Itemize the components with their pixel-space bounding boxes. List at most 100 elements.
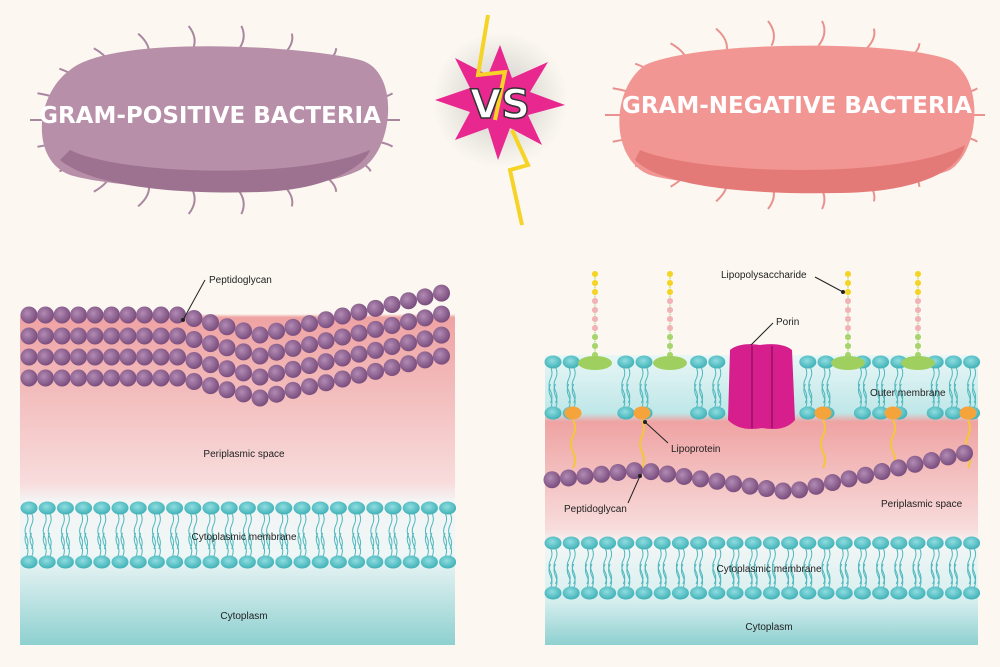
lipid-tail: [821, 383, 826, 409]
peptidoglycan-bead: [86, 348, 104, 366]
lipid-tail: [753, 547, 758, 585]
phospholipid-head: [147, 501, 165, 515]
lipid-tail: [785, 563, 790, 589]
phospholipid-head: [366, 501, 384, 515]
lipid-tail: [712, 563, 717, 589]
peptidoglycan-bead: [169, 348, 186, 366]
lipid-tail: [448, 512, 453, 550]
flagellum: [817, 20, 826, 47]
lipid-tail: [912, 563, 917, 589]
lipid-tail: [297, 512, 302, 550]
sugar-unit: [914, 288, 922, 296]
phospholipid-head: [799, 536, 817, 550]
lipid-tail: [948, 547, 953, 585]
lipid-tail: [266, 532, 271, 558]
lipid-tail: [338, 532, 343, 558]
lipid-tail: [881, 366, 886, 404]
phospholipid-head: [184, 555, 202, 569]
lipid-tail: [717, 383, 722, 409]
phospholipid-head: [220, 501, 238, 515]
lipid-tail: [935, 563, 940, 589]
lipid-tail: [935, 383, 940, 409]
lipid-tail: [826, 563, 831, 589]
lipid-tail: [448, 532, 453, 558]
sugar-unit: [591, 279, 599, 287]
sugar-unit: [666, 270, 674, 278]
phospholipid-head: [544, 406, 562, 420]
lipid-tail: [621, 383, 626, 409]
lipid-tail: [29, 532, 34, 558]
lipid-tail: [566, 547, 571, 585]
peptidoglycan-bead: [284, 360, 302, 378]
peptidoglycan-bead: [334, 328, 351, 346]
lipid-tail: [393, 532, 398, 558]
peptidoglycan-bead: [791, 481, 808, 499]
phospholipid-head: [744, 536, 762, 550]
peptidoglycan-bead: [235, 385, 252, 403]
peptidoglycan-bead: [383, 317, 401, 335]
peptidoglycan-bead: [383, 359, 401, 377]
lipid-tail: [284, 532, 289, 558]
peptidoglycan-bead: [20, 348, 38, 366]
phospholipid-head: [348, 501, 366, 515]
lipid-tail: [443, 532, 448, 558]
phospholipid-head: [147, 555, 165, 569]
lipid-tail: [881, 547, 886, 585]
lipid-tail: [352, 512, 357, 550]
lipid-tail: [826, 547, 831, 585]
peptidoglycan-bead: [659, 465, 676, 483]
lipid-tail: [771, 547, 776, 585]
peptidoglycan-bead: [857, 466, 874, 484]
lipid-tail: [571, 563, 576, 589]
lipid-tail: [120, 512, 125, 550]
lipid-tail: [47, 532, 52, 558]
peptidoglycan-bead: [692, 470, 709, 488]
lipid-tail: [406, 532, 411, 558]
lipid-tail: [694, 547, 699, 585]
lipid-tail: [424, 512, 429, 550]
lipid-tail: [694, 563, 699, 589]
sugar-unit: [591, 270, 599, 278]
lipid-tail: [247, 532, 252, 558]
lipid-tail: [443, 512, 448, 550]
phospholipid-head: [311, 501, 329, 515]
phospholipid-head: [202, 501, 220, 515]
phospholipid-head: [799, 355, 817, 369]
lipid-tail: [302, 512, 307, 550]
peptidoglycan-bead: [251, 347, 269, 365]
phospholipid-head: [926, 536, 944, 550]
lipid-tail: [953, 383, 958, 409]
peptidoglycan-bead: [136, 369, 153, 387]
peptidoglycan-bead: [136, 327, 153, 345]
lipid-tail: [188, 512, 193, 550]
lipid-tail: [876, 383, 881, 409]
lipid-tail: [553, 547, 558, 585]
lipid-tail: [626, 547, 631, 585]
peptidoglycan-bead: [136, 306, 153, 324]
lipid-tail: [972, 547, 977, 585]
peptidoglycan-bead: [433, 284, 450, 302]
peptidoglycan-bead: [560, 469, 577, 487]
lipid-tail: [894, 563, 899, 589]
peptidoglycan-bead: [433, 347, 450, 365]
phospholipid-head: [402, 501, 420, 515]
lipid-tail: [753, 563, 758, 589]
lipid-tail: [424, 532, 429, 558]
sugar-unit: [844, 279, 852, 287]
lipid-tail: [953, 366, 958, 404]
lipid-tail: [411, 532, 416, 558]
lipid-tail: [156, 532, 161, 558]
peptidoglycan-bead: [152, 327, 170, 345]
lipid-tail: [972, 366, 977, 404]
peptidoglycan-bead: [334, 370, 351, 388]
peptidoglycan-bead: [433, 305, 450, 323]
peptidoglycan-bead: [367, 320, 384, 338]
lipid-tail: [857, 563, 862, 589]
label-cytoplasm: Cytoplasm: [220, 611, 267, 622]
lipid-tail: [821, 366, 826, 404]
lipid-tail: [151, 532, 156, 558]
phospholipid-head: [93, 555, 111, 569]
lipid-tail: [584, 563, 589, 589]
lipid-tail: [589, 563, 594, 589]
peptidoglycan-bead: [350, 345, 368, 363]
